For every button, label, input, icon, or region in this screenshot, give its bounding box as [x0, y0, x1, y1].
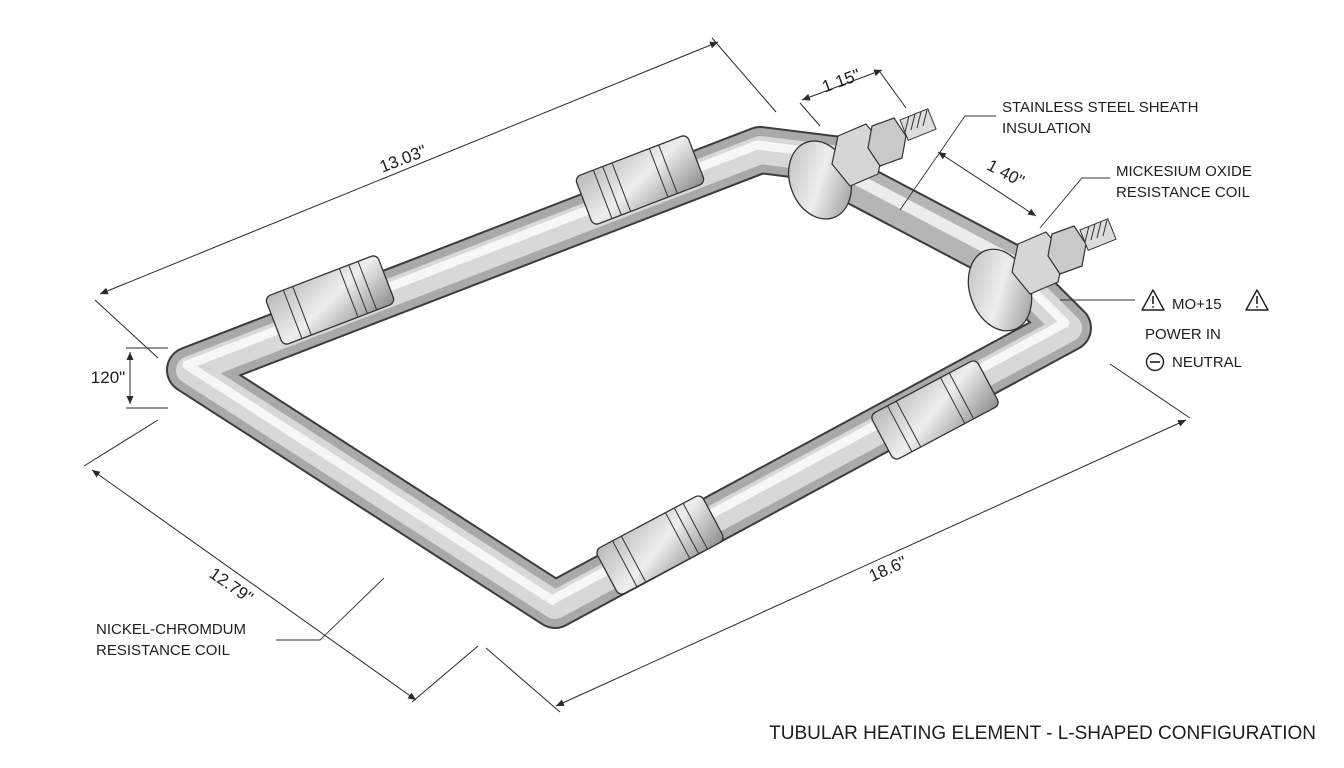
callout-sheath-line1: STAINLESS STEEL SHEATH	[1002, 99, 1198, 116]
dimension-bottom-length: 18.6"	[485, 363, 1191, 713]
dimension-terminal-spacing: 1 40"	[937, 151, 1037, 217]
dimension-bend-height-label: 120"	[91, 368, 125, 387]
power-in-label: POWER IN	[1145, 326, 1221, 343]
warning-triangle-icon	[1245, 289, 1269, 311]
drawing-title: TUBULAR HEATING ELEMENT - L-SHAPED CONFI…	[769, 723, 1316, 744]
callout-sheath-line2: INSULATION	[1002, 120, 1091, 137]
terminal-stud-upper	[831, 108, 937, 187]
callout-oxide-line1: MICKESIUM OXIDE	[1116, 163, 1252, 180]
dimension-left-length: 12.79"	[83, 419, 479, 703]
dimension-bend-height: 120"	[91, 347, 168, 409]
dimension-terminal-spacing-label: 1 40"	[984, 156, 1027, 191]
callout-nichrome-line1: NICKEL-CHROMDUM	[96, 621, 246, 638]
callout-oxide-line2: RESISTANCE COIL	[1116, 184, 1250, 201]
callout-power: MO+15 POWER IN NEUTRAL	[1060, 289, 1269, 372]
minus-circle-icon	[1145, 352, 1165, 372]
neutral-label: NEUTRAL	[1172, 354, 1242, 371]
callout-nichrome-line2: RESISTANCE COIL	[96, 642, 230, 659]
warning-triangle-icon	[1141, 289, 1165, 311]
dimension-terminal-length-label: 1 15"	[819, 65, 862, 96]
dimension-top-length-label: 13.03"	[377, 141, 429, 176]
dimension-left-length-label: 12.79"	[206, 564, 257, 607]
callout-nichrome: NICKEL-CHROMDUM RESISTANCE COIL	[96, 577, 385, 659]
callout-sheath: STAINLESS STEEL SHEATH INSULATION	[899, 99, 1198, 211]
callout-oxide: MICKESIUM OXIDE RESISTANCE COIL	[1039, 163, 1252, 229]
dimension-bottom-length-label: 18.6"	[866, 552, 909, 585]
terminal-stud-lower	[1011, 218, 1117, 295]
power-code-label: MO+15	[1172, 296, 1222, 313]
dimension-terminal-length: 1 15"	[799, 65, 907, 127]
